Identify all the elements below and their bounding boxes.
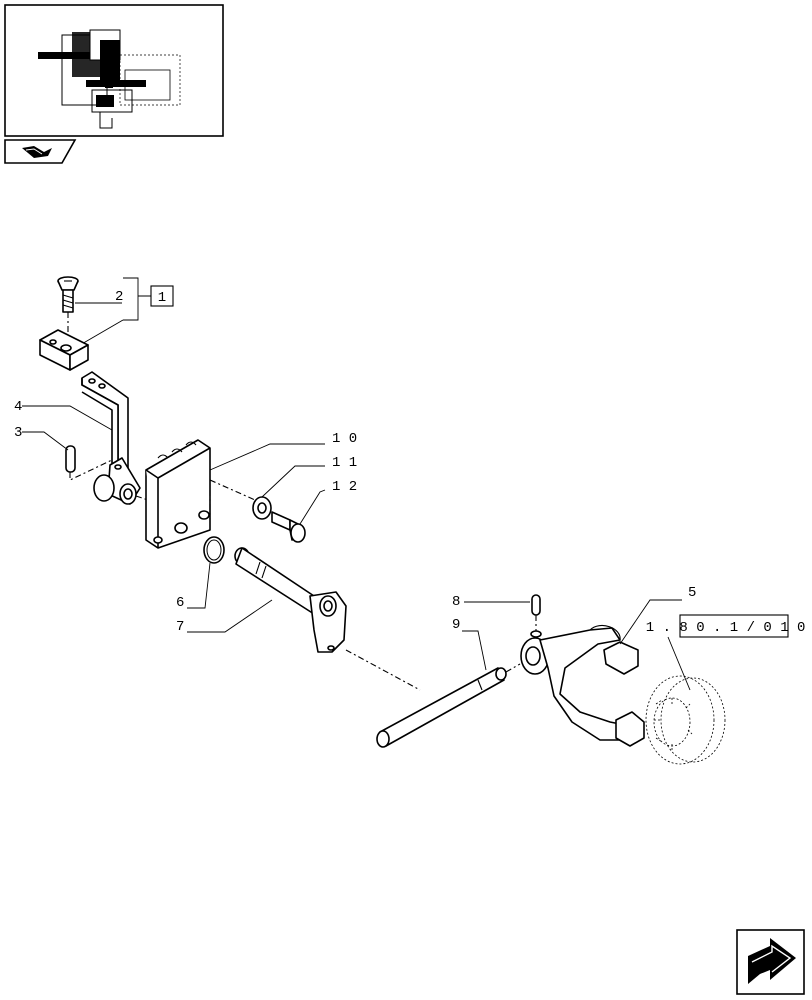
part-rod-9: 9 [376, 617, 521, 748]
part-bolt-12: 1 2 [209, 479, 357, 543]
part-plate-10: 1 0 [135, 431, 357, 549]
part-fork-5: 5 [520, 585, 696, 747]
callout-11-label: 1 1 [332, 455, 357, 471]
callout-1-label: 1 [158, 290, 166, 306]
part-shaft-7: 7 [176, 547, 421, 691]
transmission-thumbnail-icon [38, 29, 181, 129]
thumbnail-panel [4, 4, 224, 164]
callout-3-label: 3 [14, 425, 22, 441]
reference-label: 1 . 8 0 . 1 / 0 1 0 1 [646, 620, 812, 636]
callout-4-label: 4 [14, 399, 22, 415]
part-washer-11: 1 1 [252, 455, 357, 520]
callout-1: 1 [79, 277, 174, 346]
callout-7-label: 7 [176, 619, 184, 635]
next-page-button[interactable] [736, 929, 805, 995]
callout-9-label: 9 [452, 617, 460, 633]
next-page-arrow-icon [748, 938, 796, 984]
open-book-icon[interactable] [22, 146, 52, 158]
callout-6-label: 6 [176, 595, 184, 611]
part-pin-8: 8 [452, 594, 541, 632]
callout-12-label: 1 2 [332, 479, 357, 495]
part-gear-ghost [645, 675, 726, 765]
callout-10-label: 1 0 [332, 431, 357, 447]
reference-callout[interactable]: 1 . 8 0 . 1 / 0 1 0 1 [646, 614, 812, 691]
part-oring-6: 6 [176, 536, 225, 611]
callout-5-label: 5 [688, 585, 696, 601]
part-block [39, 329, 89, 371]
part-lever-4: 4 [14, 371, 141, 505]
callout-2-label: 2 [115, 289, 123, 305]
part-screw-2: 2 [57, 276, 123, 345]
part-pin-3: 3 [14, 425, 113, 481]
callout-8-label: 8 [452, 594, 460, 610]
